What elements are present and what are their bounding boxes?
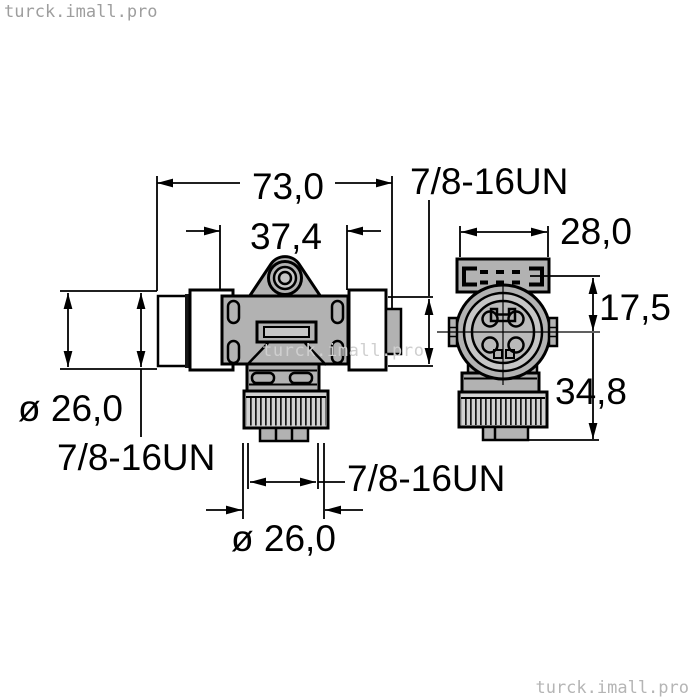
label-thread-bottom: 7/8-16UN (347, 458, 505, 499)
dim-body-width: 37,4 (250, 216, 322, 257)
dim-bottom-diameter: ø 26,0 (231, 518, 336, 559)
label-thread-left: 7/8-16UN (57, 437, 215, 478)
front-view-dimension-lines (60, 176, 434, 519)
dim-lower-height: 34,8 (555, 371, 627, 412)
pin (481, 310, 499, 328)
side-view: 28,0 17,5 34,8 (437, 211, 671, 442)
side-view-dimension-lines (459, 226, 600, 441)
dim-upper-height: 17,5 (599, 287, 671, 328)
pin (507, 310, 525, 328)
right-end-cap (384, 307, 403, 356)
side-thread-end (481, 425, 530, 442)
dim-left-diameter: ø 26,0 (18, 388, 123, 429)
right-coupling-nut (347, 288, 388, 372)
front-view: 73,0 37,4 7/8-16UN ø 26,0 7/8-16UN 7/8-1… (18, 161, 568, 559)
pin (507, 336, 525, 354)
front-view-part (156, 255, 403, 443)
dim-top-width: 28,0 (560, 211, 632, 252)
label-thread-right: 7/8-16UN (410, 161, 568, 202)
mounting-hole (277, 270, 293, 286)
left-thread (156, 294, 190, 368)
dim-overall-width: 73,0 (252, 166, 324, 207)
side-view-part (437, 257, 600, 442)
bottom-thread-end (258, 426, 310, 443)
pin (481, 336, 499, 354)
